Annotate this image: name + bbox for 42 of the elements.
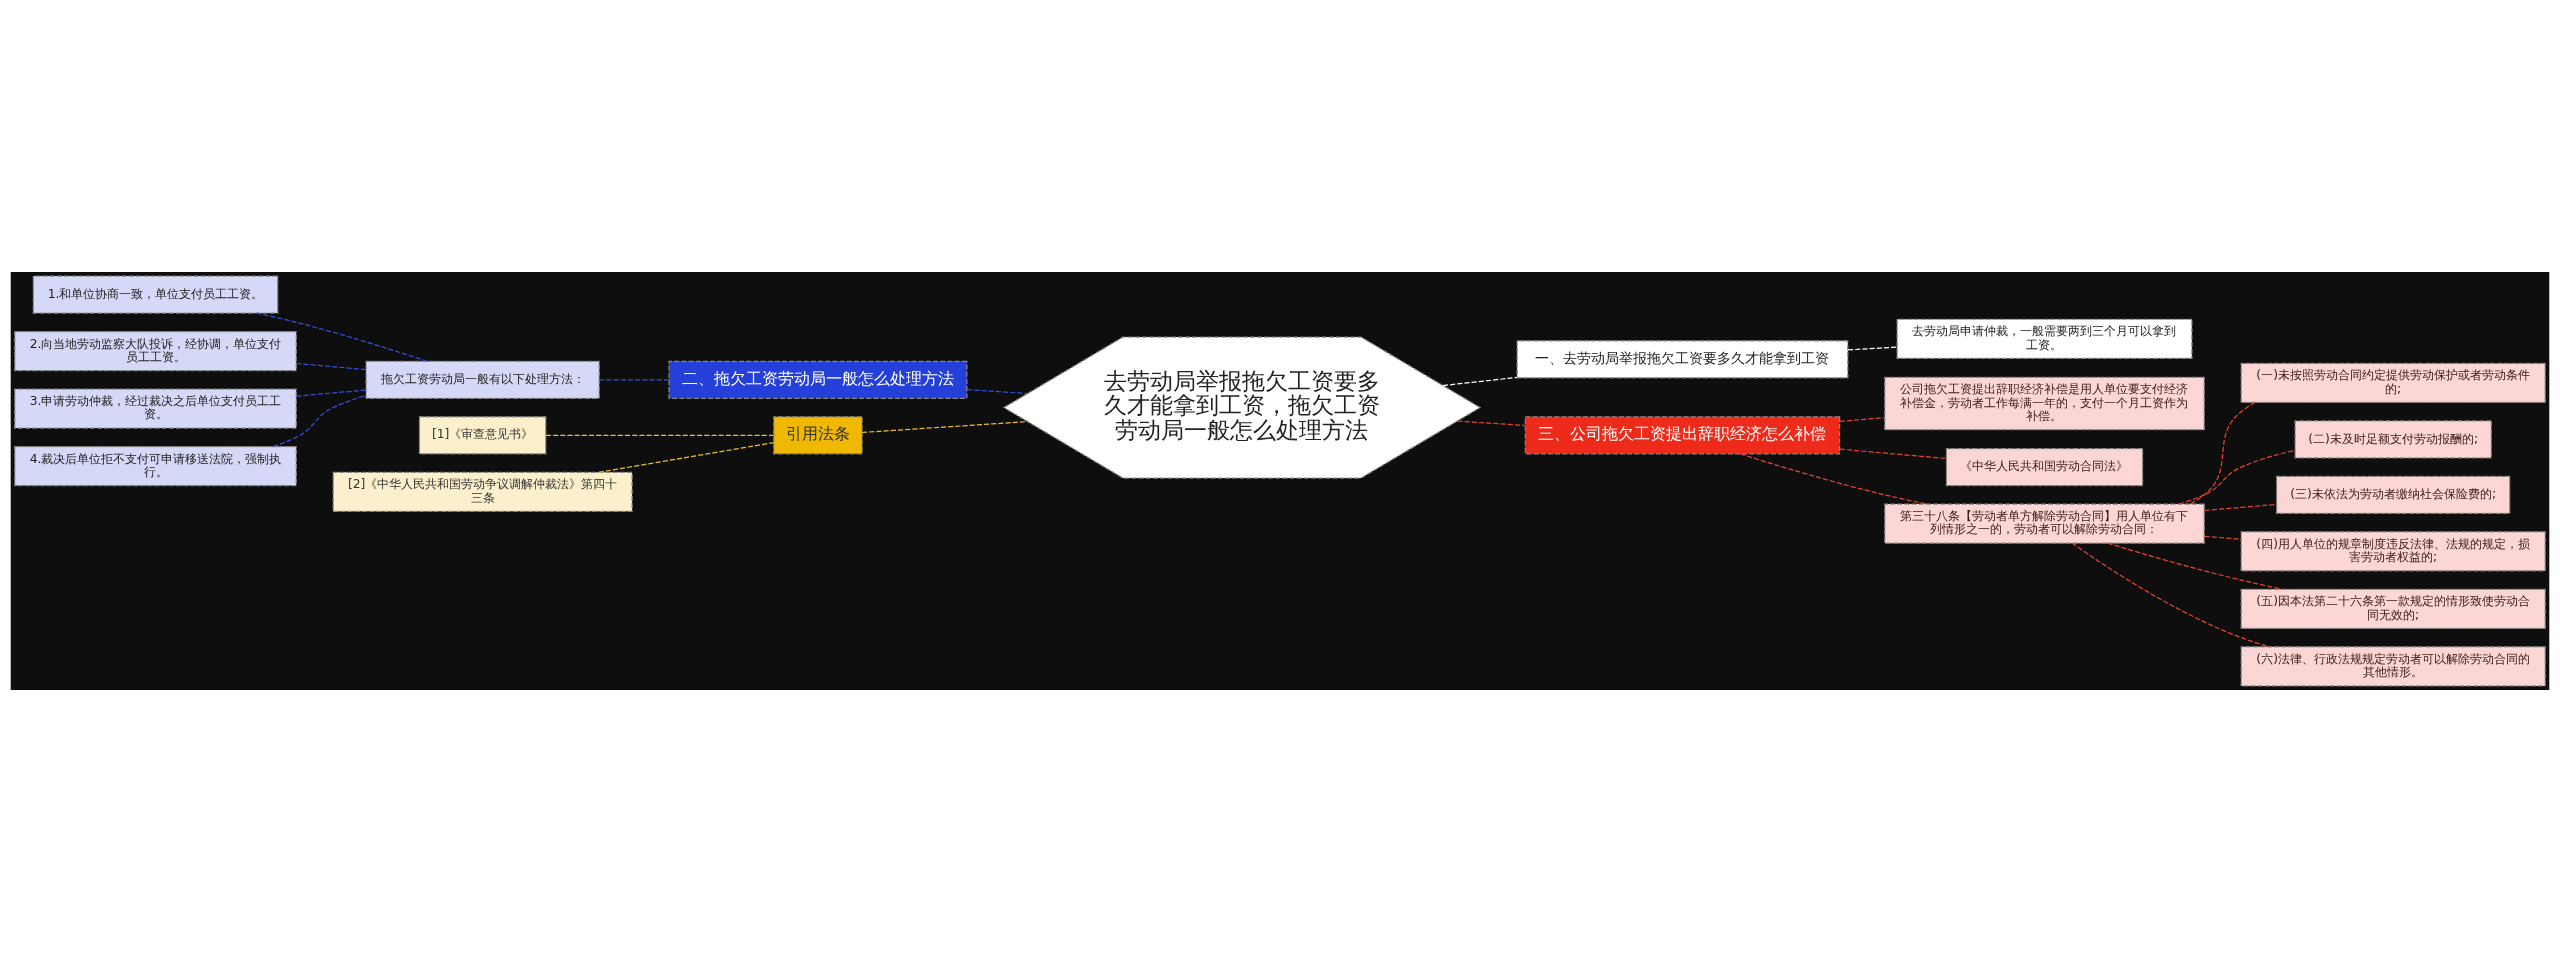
- connector: [2178, 449, 2296, 505]
- node-box: 拖欠工资劳动局一般有以下处理方法：: [365, 360, 600, 399]
- node-box: (三)未依法为劳动者缴纳社会保险费的;: [2276, 475, 2511, 514]
- connector: [1456, 420, 1526, 426]
- node-box: 三、公司拖欠工资提出辞职经济怎么补偿: [1524, 415, 1841, 454]
- connector: [295, 362, 367, 370]
- connector: [1839, 416, 1886, 422]
- connector: [1839, 448, 1947, 459]
- node-box: 《中华人民共和国劳动合同法》: [1945, 447, 2144, 486]
- connector: [295, 388, 367, 397]
- node-box: (一)未按照劳动合同约定提供劳动保护或者劳动条件的;: [2240, 362, 2546, 403]
- node-box: 2.向当地劳动监察大队投诉，经协调，单位支付员工工资。: [14, 330, 297, 371]
- node-box: (五)因本法第二十六条第一款规定的情形致使劳动合同无效的;: [2240, 588, 2546, 629]
- connector: [1442, 376, 1518, 386]
- connector: [272, 394, 367, 447]
- node-box: 第三十八条【劳动者单方解除劳动合同】用人单位有下列情形之一的，劳动者可以解除劳动合同：: [1884, 503, 2205, 544]
- node-box: 引用法条: [773, 415, 863, 454]
- connector: [2190, 401, 2256, 505]
- connector: [2204, 503, 2278, 511]
- node-box: 二、拖欠工资劳动局一般怎么处理方法: [668, 360, 968, 399]
- node-box: 一、去劳动局举报拖欠工资要多久才能拿到工资: [1516, 339, 1849, 378]
- node-box: (二)未及时足额支付劳动报酬的;: [2294, 419, 2492, 458]
- node-box: [2]《中华人民共和国劳动争议调解仲裁法》第四十三条: [332, 471, 633, 512]
- connector: [598, 441, 775, 473]
- connector: [255, 311, 428, 362]
- node-box: 1.和单位协商一致，单位支付员工工资。: [32, 275, 279, 314]
- connector: [1847, 346, 1898, 351]
- connector: [598, 378, 670, 380]
- node-box: 去劳动局申请仲裁，一般需要两到三个月可以拿到工资。: [1896, 318, 2193, 359]
- node-box: 公司拖欠工资提出辞职经济补偿是用人单位要支付经济补偿金，劳动者工作每满一年的，支付一个月工资作为补偿。: [1884, 376, 2205, 430]
- connector: [1739, 452, 1929, 505]
- node-box: 4.裁决后单位拒不支付可申请移送法院，强制执行。: [14, 445, 297, 486]
- connector: [966, 388, 1029, 394]
- connector: [861, 420, 1028, 433]
- connector: [2107, 542, 2284, 590]
- node-box: 3.申请劳动仲裁，经过裁决之后单位支付员工工资。: [14, 387, 297, 429]
- connector: [2071, 542, 2271, 647]
- connector: [545, 434, 775, 436]
- connector: [2204, 535, 2242, 540]
- node-box: (六)法律、行政法规规定劳动者可以解除劳动合同的其他情形。: [2240, 645, 2546, 686]
- node-box: [1]《审查意见书》: [418, 415, 547, 454]
- node-box: (四)用人单位的规章制度违反法律、法规的规定，损害劳动者权益的;: [2240, 530, 2546, 571]
